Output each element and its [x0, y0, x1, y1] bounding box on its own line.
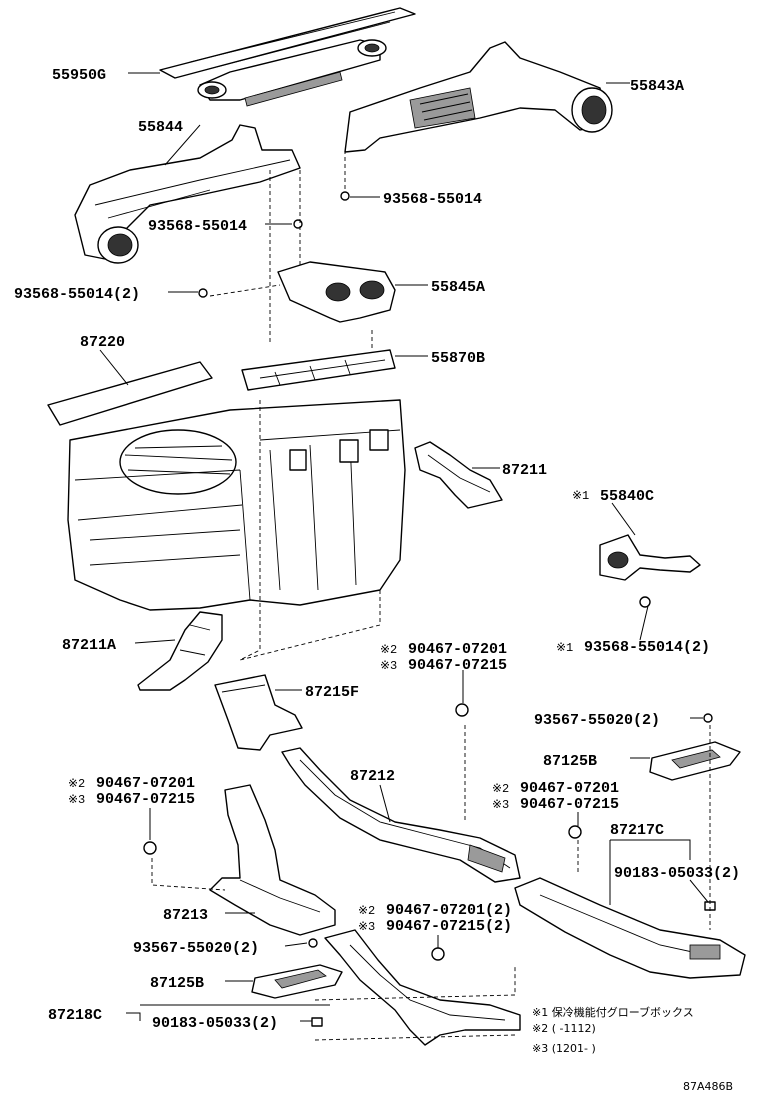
label-90183-05033-lower: 90183-05033(2) — [152, 1015, 278, 1032]
mark-3-a: ※3 — [380, 659, 397, 673]
part-55844-drawing — [74, 124, 301, 264]
part-87125B-upper-drawing — [649, 741, 741, 781]
label-93567-55020-lower: 93567-55020(2) — [133, 940, 259, 957]
part-87217C-drawing — [514, 877, 746, 979]
label-93568-55014-cooler: 93568-55014(2) — [584, 639, 710, 656]
label-55843A: 55843A — [630, 78, 684, 95]
mark-2-a: ※2 — [380, 643, 397, 657]
part-55840C-drawing — [599, 534, 701, 608]
label-55845A: 55845A — [431, 279, 485, 296]
label-90467-07201-b: 90467-07201 — [96, 775, 195, 792]
label-87218C: 87218C — [48, 1007, 102, 1024]
mark-2-b: ※2 — [68, 777, 85, 791]
label-87211: 87211 — [502, 462, 547, 479]
mark-2-d: ※2 — [358, 904, 375, 918]
label-90467-07201-a: 90467-07201 — [408, 641, 507, 658]
part-87211-drawing — [414, 441, 503, 509]
label-93568-55014-right: 93568-55014 — [383, 191, 482, 208]
mark-2-c: ※2 — [492, 782, 509, 796]
part-55843A-drawing — [344, 41, 613, 153]
legend-note-1: ※1 保冷機能付グローブボックス — [532, 1005, 694, 1019]
label-93567-55020-upper: 93567-55020(2) — [534, 712, 660, 729]
part-87212-drawing — [281, 747, 521, 883]
label-90467-07215-c: 90467-07215 — [520, 796, 619, 813]
part-87215F-drawing — [214, 674, 303, 751]
label-87220: 87220 — [80, 334, 125, 351]
label-87217C: 87217C — [610, 822, 664, 839]
mark-1-93568: ※1 — [556, 641, 573, 655]
label-90467-07215-d: 90467-07215(2) — [386, 918, 512, 935]
mark-3-b: ※3 — [68, 793, 85, 807]
label-55870B: 55870B — [431, 350, 485, 367]
label-87212: 87212 — [350, 768, 395, 785]
label-93568-55014-left: 93568-55014 — [148, 218, 247, 235]
part-87125B-lower-drawing — [251, 964, 343, 999]
part-87213-drawing — [209, 784, 336, 936]
label-87125B-upper: 87125B — [543, 753, 597, 770]
mark-1-55840C: ※1 — [572, 489, 589, 503]
label-93568-55014-2: 93568-55014(2) — [14, 286, 140, 303]
label-90467-07215-b: 90467-07215 — [96, 791, 195, 808]
label-90467-07201-c: 90467-07201 — [520, 780, 619, 797]
part-87211A-drawing — [137, 611, 223, 691]
leader-lines — [99, 72, 709, 1022]
label-55844: 55844 — [138, 119, 183, 136]
label-87211A: 87211A — [62, 637, 116, 654]
legend-note-2: ※2 ( -1112) — [532, 1022, 596, 1035]
label-90183-05033-upper: 90183-05033(2) — [614, 865, 740, 882]
label-87213: 87213 — [163, 907, 208, 924]
legend-note-3: ※3 (1201- ) — [532, 1042, 596, 1055]
diagram-code: 87A486B — [683, 1080, 733, 1093]
part-87218C-drawing — [324, 929, 521, 1046]
label-90467-07201-d: 90467-07201(2) — [386, 902, 512, 919]
part-55845A-drawing — [277, 261, 396, 323]
part-55870B-drawing — [241, 349, 396, 391]
label-55840C: 55840C — [600, 488, 654, 505]
mark-3-d: ※3 — [358, 920, 375, 934]
label-55950G: 55950G — [52, 67, 106, 84]
label-90467-07215-a: 90467-07215 — [408, 657, 507, 674]
part-87220-drawing — [47, 361, 406, 611]
label-87125B-lower: 87125B — [150, 975, 204, 992]
label-87215F: 87215F — [305, 684, 359, 701]
mark-3-c: ※3 — [492, 798, 509, 812]
alignment-lines — [151, 150, 711, 1041]
part-55950G-drawing — [159, 7, 416, 107]
